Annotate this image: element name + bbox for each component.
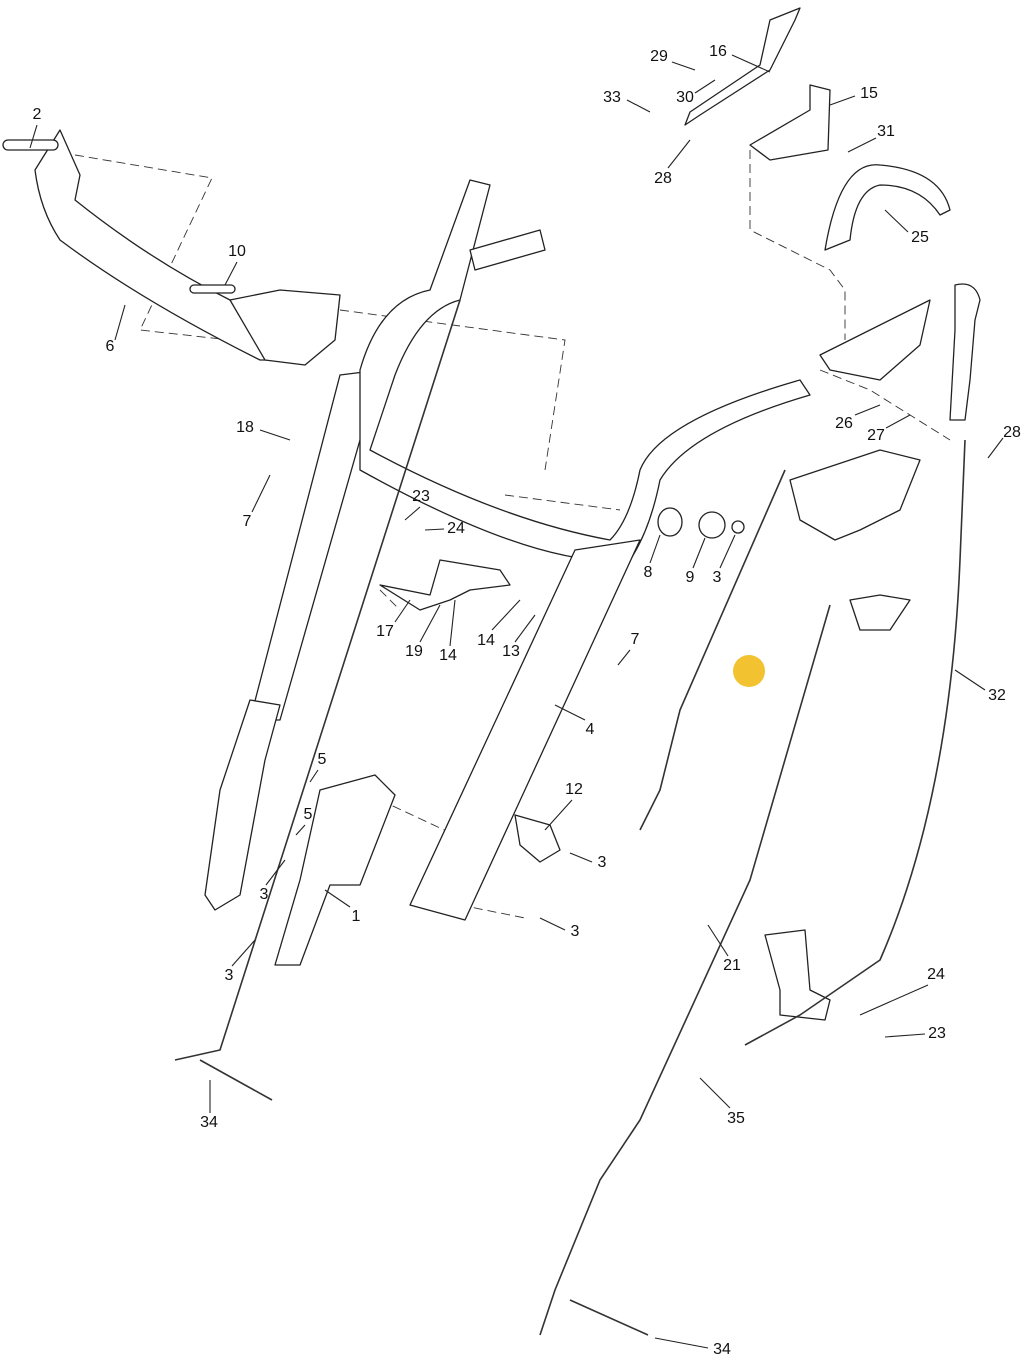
callout: 28 [1003, 424, 1021, 441]
callout: 28 [654, 170, 672, 187]
callout: 3 [260, 886, 269, 903]
part-12-bracket [514, 814, 561, 863]
callout: 1 [352, 908, 361, 925]
callout: 14 [477, 632, 495, 649]
callout: 12 [565, 781, 583, 798]
callout: 32 [988, 687, 1006, 704]
callout: 7 [631, 631, 640, 648]
callout: 7 [243, 513, 252, 530]
callout: 10 [228, 243, 246, 260]
callout: 30 [676, 89, 694, 106]
lower-bracket [764, 929, 831, 1021]
callout-labels: 2 6 10 18 7 23 24 17 19 14 14 13 8 9 3 7… [33, 43, 1021, 1358]
callout: 6 [106, 338, 115, 355]
part-10-bolt [189, 284, 236, 294]
highlight-marker [733, 655, 765, 687]
callout: 21 [723, 957, 741, 974]
part-9-washer [698, 511, 726, 539]
callout: 4 [586, 721, 595, 738]
callout: 3 [571, 923, 580, 940]
shift-bracket [819, 299, 931, 381]
part-25-cover [824, 164, 951, 251]
callout: 3 [598, 854, 607, 871]
callout: 16 [709, 43, 727, 60]
part-17-bracket [379, 559, 511, 611]
callout: 2 [33, 106, 42, 123]
callout: 35 [727, 1110, 745, 1127]
shift-lever [949, 283, 981, 421]
cables [174, 299, 966, 1336]
leader-lines [29, 54, 1004, 1349]
callout: 3 [713, 569, 722, 586]
callout: 25 [911, 229, 929, 246]
part-3-nut [731, 520, 745, 534]
trigger-bracket [849, 594, 911, 631]
part-10-bracket [229, 289, 341, 366]
part-8-spacer [657, 507, 683, 537]
callout: 3 [225, 967, 234, 984]
callout: 14 [439, 647, 457, 664]
callout: 19 [405, 643, 423, 660]
callout: 31 [877, 123, 895, 140]
callout: 8 [644, 564, 653, 581]
callout: 33 [603, 89, 621, 106]
part-16-lever [684, 7, 801, 126]
callout: 27 [867, 427, 885, 444]
handle-frame [204, 179, 811, 921]
callout: 17 [376, 623, 394, 640]
lever-housing [789, 449, 921, 541]
callout: 24 [447, 520, 465, 537]
callout: 34 [713, 1341, 731, 1358]
callout: 9 [686, 569, 695, 586]
part-15-bracket [749, 84, 831, 161]
callout: 18 [236, 419, 254, 436]
callout: 34 [200, 1114, 218, 1131]
callout: 29 [650, 48, 668, 65]
callout: 5 [318, 751, 327, 768]
callout: 24 [927, 966, 945, 983]
part-1-bracket [274, 774, 396, 966]
callout: 26 [835, 415, 853, 432]
callout: 5 [304, 806, 313, 823]
callout: 23 [412, 488, 430, 505]
callout: 13 [502, 643, 520, 660]
callout: 15 [860, 85, 878, 102]
callout: 23 [928, 1025, 946, 1042]
